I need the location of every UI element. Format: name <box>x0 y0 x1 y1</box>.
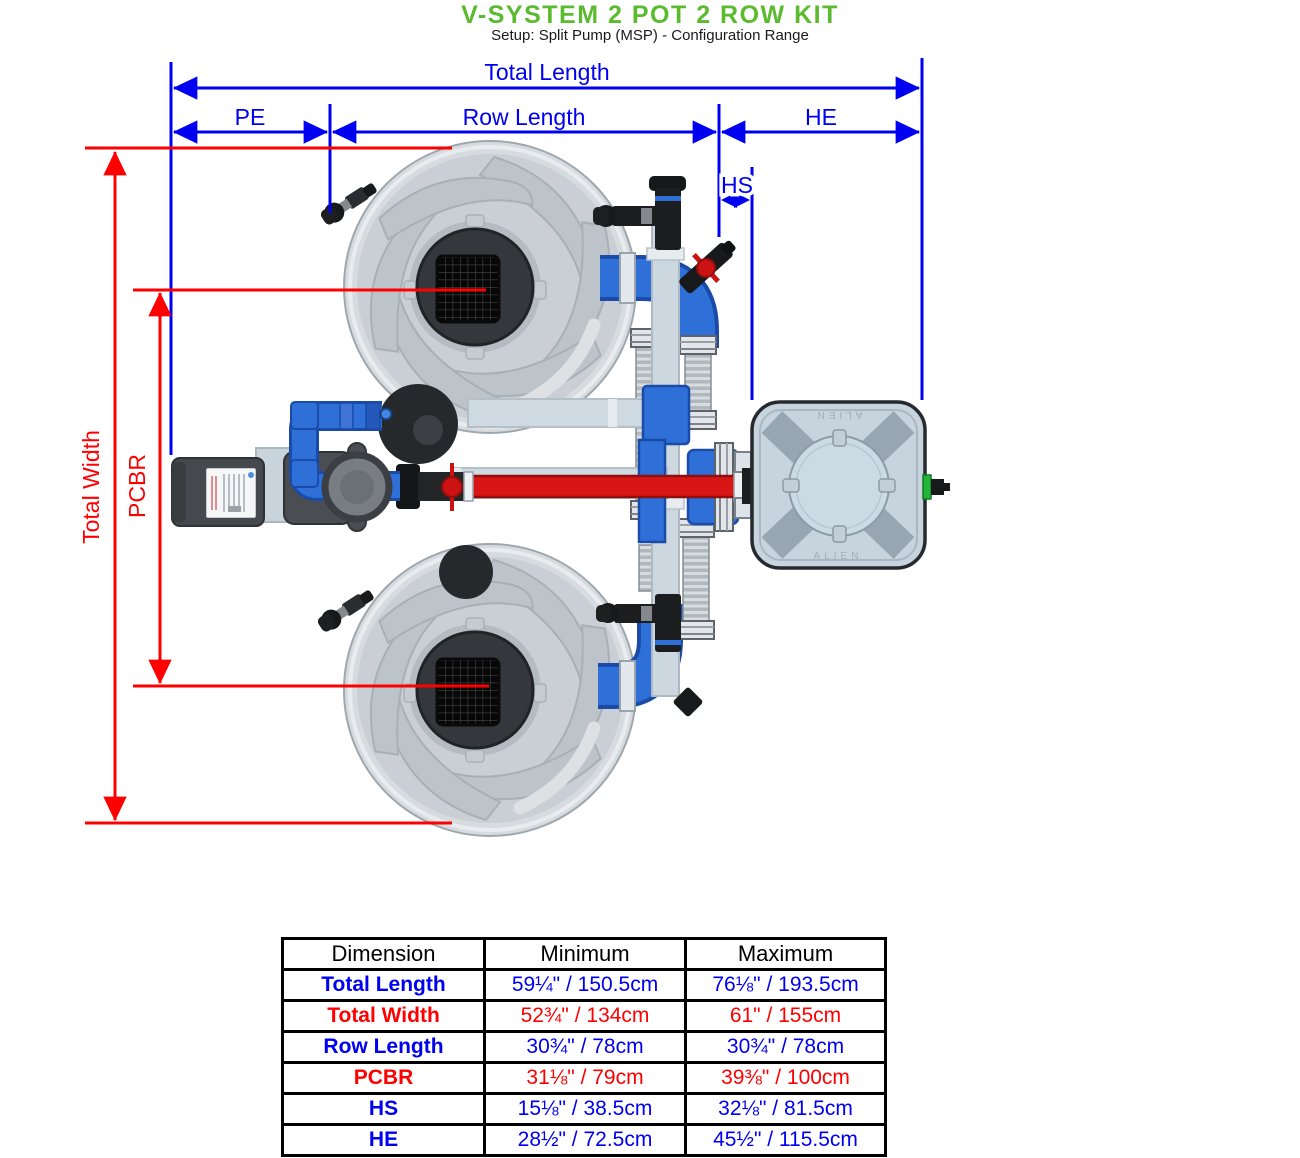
table-row: Total Width 52¾" / 134cm 61" / 155cm <box>281 999 887 1033</box>
row-max: 61" / 155cm <box>684 999 887 1033</box>
bottom-tee-fitting <box>596 594 681 652</box>
dimension-table: Dimension Minimum Maximum Total Length 5… <box>281 937 887 1157</box>
table-row: Row Length 30¾" / 78cm 30¾" / 78cm <box>281 1030 887 1064</box>
table-row: PCBR 31⅛" / 79cm 39⅜" / 100cm <box>281 1061 887 1095</box>
row-max: 32⅛" / 81.5cm <box>684 1092 887 1126</box>
table-header-row: Dimension Minimum Maximum <box>281 937 887 971</box>
page-subtitle: Setup: Split Pump (MSP) - Configuration … <box>491 27 809 44</box>
row-label: Total Length <box>281 968 486 1002</box>
col-maximum: Maximum <box>684 937 887 971</box>
hs-label: HS <box>721 172 753 198</box>
pcbr-label: PCBR <box>124 454 150 518</box>
row-min: 52¾" / 134cm <box>483 999 687 1033</box>
row-min: 15⅛" / 38.5cm <box>483 1092 687 1126</box>
row-min: 30¾" / 78cm <box>483 1030 687 1064</box>
row-label: Total Width <box>281 999 486 1033</box>
top-pot-outlet-housing <box>378 384 458 464</box>
row-label: PCBR <box>281 1061 486 1095</box>
row-label: Row Length <box>281 1030 486 1064</box>
pe-label: PE <box>235 104 266 130</box>
tank-brand-top: ALIEN <box>814 409 863 420</box>
row-max: 76⅛" / 193.5cm <box>684 968 887 1002</box>
row-max: 45½" / 115.5cm <box>684 1123 887 1157</box>
red-manifold-pipe <box>396 463 744 511</box>
illustration: ALIEN ALIEN <box>171 132 950 845</box>
total-width-label: Total Width <box>78 430 104 544</box>
total-length-label: Total Length <box>484 59 609 85</box>
row-label: HS <box>281 1092 486 1126</box>
col-dimension: Dimension <box>281 937 486 971</box>
table-row: HS 15⅛" / 38.5cm 32⅛" / 81.5cm <box>281 1092 887 1126</box>
row-min: 31⅛" / 79cm <box>483 1061 687 1095</box>
top-elbow-pipe <box>600 252 719 348</box>
page-title: V-SYSTEM 2 POT 2 ROW KIT <box>461 1 839 29</box>
top-tee-fitting <box>593 176 686 250</box>
he-label: HE <box>805 104 837 130</box>
pump-round-valve <box>321 442 393 532</box>
row-max: 39⅜" / 100cm <box>684 1061 887 1095</box>
table-row: HE 28½" / 72.5cm 45½" / 115.5cm <box>281 1123 887 1157</box>
hs-arrows <box>721 192 750 208</box>
bottom-diamond-fitting <box>673 687 703 717</box>
upper-cross-bar <box>467 398 659 428</box>
row-max: 30¾" / 78cm <box>684 1030 887 1064</box>
col-minimum: Minimum <box>483 937 687 971</box>
table-row: Total Length 59¼" / 150.5cm 76⅛" / 193.5… <box>281 968 887 1002</box>
tank-brand-bottom: ALIEN <box>814 551 863 562</box>
system-diagram: ALIEN ALIEN <box>78 58 950 930</box>
feed-tank: ALIEN ALIEN <box>734 400 950 570</box>
row-min: 59¼" / 150.5cm <box>483 968 687 1002</box>
red-dimensions <box>85 146 489 825</box>
tank-drain-fitting <box>922 474 932 500</box>
bottom-pot-outlet-housing <box>439 545 493 599</box>
pump-assembly <box>171 401 400 532</box>
top-diagonal-valve <box>679 240 736 294</box>
row-min: 28½" / 72.5cm <box>483 1123 687 1157</box>
row-length-label: Row Length <box>463 104 586 130</box>
row-label: HE <box>281 1123 486 1157</box>
